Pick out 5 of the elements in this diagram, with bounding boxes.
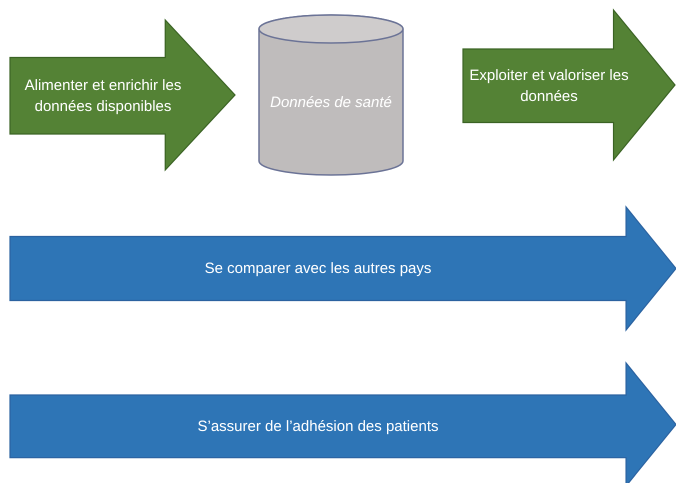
banner-label: S’assurer de l’adhésion des patients: [198, 416, 438, 437]
banner-label: Exploiter et valoriser les données: [469, 66, 629, 107]
database-label: Données de santé: [270, 92, 392, 112]
banner-label: Alimenter et enrichir les données disponibles: [24, 76, 182, 117]
banner-label: Se comparer avec les autres pays: [204, 258, 432, 279]
